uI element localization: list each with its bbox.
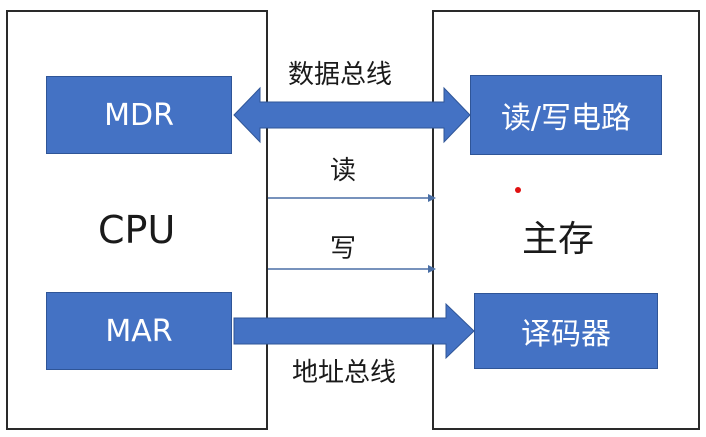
data-bus-label: 数据总线 bbox=[288, 60, 393, 90]
write-signal-label: 写 bbox=[330, 234, 357, 264]
read-write-circuit: 读/写电路 bbox=[470, 75, 662, 155]
mar-label: MAR bbox=[105, 313, 173, 349]
address-bus-label: 地址总线 bbox=[292, 358, 397, 388]
read-signal-label: 读 bbox=[330, 156, 357, 186]
main-memory-label: 主存 bbox=[522, 219, 595, 260]
decoder: 译码器 bbox=[474, 293, 658, 369]
read-signal-arrowhead bbox=[428, 194, 436, 202]
red-marker-dot bbox=[515, 187, 521, 193]
address-bus-arrow bbox=[233, 302, 475, 360]
decoder-label: 译码器 bbox=[521, 317, 611, 352]
mdr-label: MDR bbox=[104, 97, 174, 133]
cpu-label: CPU bbox=[98, 208, 176, 252]
mar-register: MAR bbox=[46, 292, 232, 370]
read-write-circuit-label: 读/写电路 bbox=[500, 101, 632, 136]
data-bus-arrow bbox=[233, 86, 471, 144]
write-signal-arrowhead bbox=[428, 265, 436, 273]
mdr-register: MDR bbox=[46, 76, 232, 154]
